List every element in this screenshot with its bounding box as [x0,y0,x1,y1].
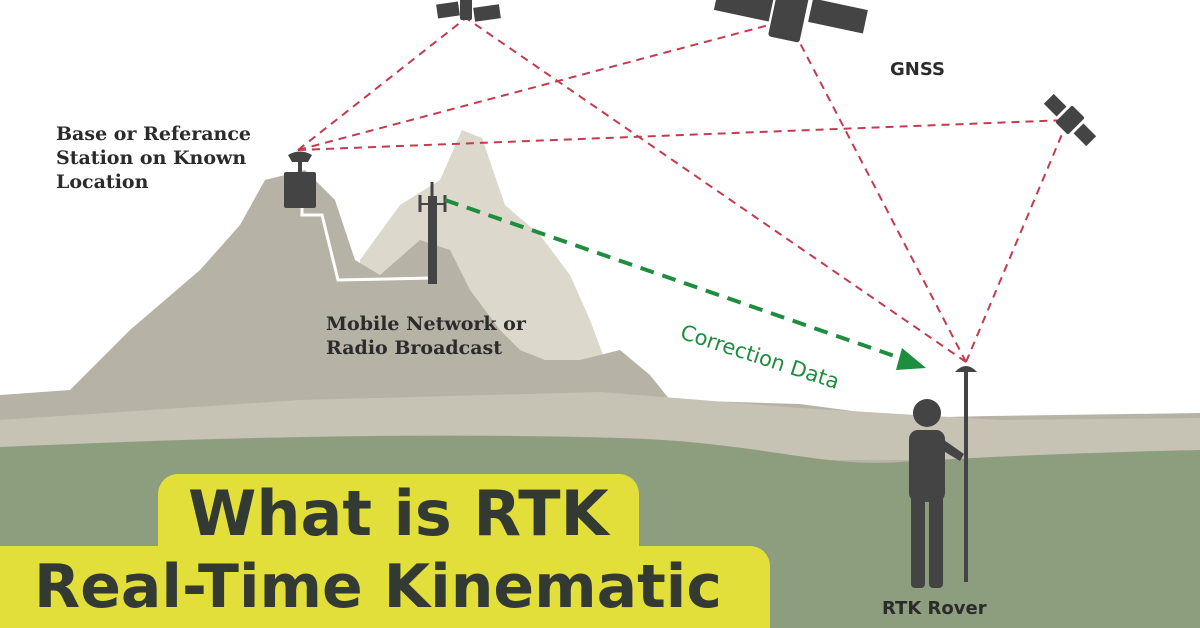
radio-tower-icon [418,182,447,284]
gnss-antenna-icon [288,151,312,162]
satellite-icon [713,0,868,43]
gnss-antenna-icon [955,366,977,372]
correction-link [444,198,907,362]
link-base-sat1 [297,17,467,151]
banner-title: What is RTK [158,474,639,554]
link-rover-sat1 [465,17,967,363]
satellite-links [297,17,1069,363]
gnss-label: GNSS [890,59,945,80]
network-label: Mobile Network or Radio Broadcast [326,312,526,360]
base-station-label: Base or Referance Station on Known Locat… [56,122,251,194]
base-station-label-line3: Location [56,171,149,193]
base-station-label-line2: Station on Known [56,147,247,169]
banner-subtitle: Real-Time Kinematic [0,546,770,628]
network-label-line2: Radio Broadcast [326,337,503,359]
base-station-icon [284,151,316,208]
rover-pole [955,366,977,582]
network-label-line1: Mobile Network or [326,313,526,335]
link-base-sat3 [297,119,1069,151]
satellite-icon [1043,93,1097,147]
link-rover-sat3 [965,119,1069,363]
link-base-sat2 [297,19,789,151]
surveyor-icon [909,399,964,588]
base-station-label-line1: Base or Referance [56,123,252,145]
correction-arrowhead [896,348,926,370]
satellite-icon [436,0,501,22]
base-cable [300,208,433,282]
rover-label: RTK Rover [882,598,987,619]
